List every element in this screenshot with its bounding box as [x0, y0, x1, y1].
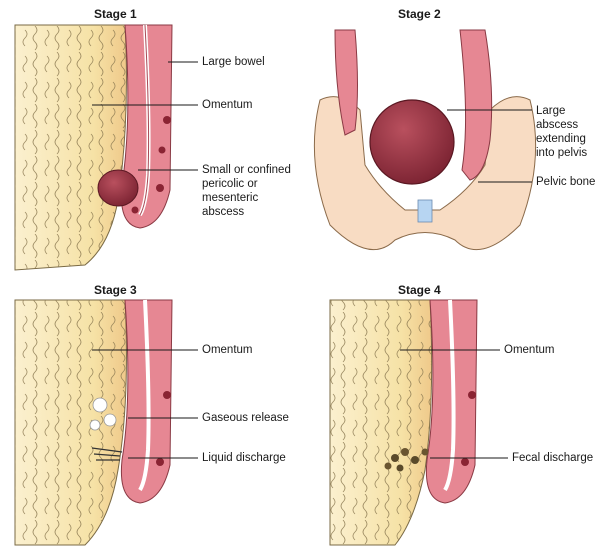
- stage1-title: Stage 1: [94, 7, 137, 21]
- label-large-abscess-line3: extending: [536, 132, 586, 146]
- label-abscess-line4: abscess: [202, 205, 244, 219]
- label-large-abscess-line1: Large: [536, 104, 565, 118]
- label-abscess-line3: mesenteric: [202, 191, 258, 205]
- label-gaseous-release: Gaseous release: [202, 411, 289, 425]
- gas-bubble: [104, 414, 116, 426]
- label-abscess-line2: pericolic or: [202, 177, 258, 191]
- label-abscess-line1: Small or confined: [202, 163, 291, 177]
- stage2-illustration: [314, 30, 535, 250]
- stage4-title: Stage 4: [398, 283, 441, 297]
- large-abscess: [370, 100, 454, 184]
- gas-bubble: [93, 398, 107, 412]
- stage3-illustration: [15, 300, 198, 545]
- label-omentum-stage1: Omentum: [202, 98, 253, 112]
- gas-bubble: [90, 420, 100, 430]
- small-abscess: [98, 170, 138, 206]
- stage3-title: Stage 3: [94, 283, 137, 297]
- label-pelvic-bone: Pelvic bone: [536, 175, 595, 189]
- stage1-illustration: [15, 25, 198, 270]
- label-large-bowel: Large bowel: [202, 55, 265, 69]
- stage2-title: Stage 2: [398, 7, 441, 21]
- label-fecal-discharge: Fecal discharge: [512, 451, 593, 465]
- pubic-symphony: [418, 200, 432, 222]
- label-large-abscess-line2: abscess: [536, 118, 578, 132]
- label-omentum-stage3: Omentum: [202, 343, 253, 357]
- label-omentum-stage4: Omentum: [504, 343, 555, 357]
- label-large-abscess-line4: into pelvis: [536, 146, 587, 160]
- stage4-illustration: [330, 300, 508, 545]
- label-liquid-discharge: Liquid discharge: [202, 451, 286, 465]
